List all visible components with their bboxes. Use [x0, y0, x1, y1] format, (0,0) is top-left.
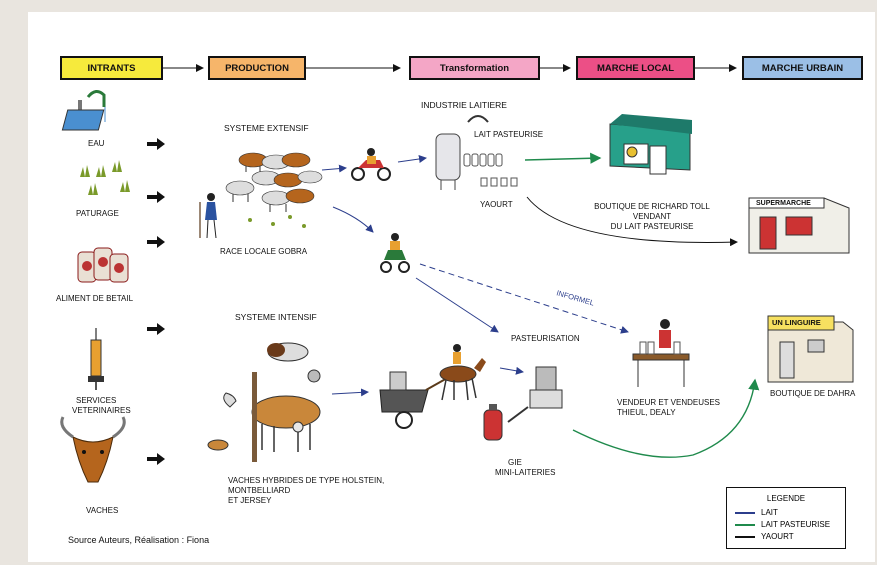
label-boutique-rt-2: VENDANT	[632, 212, 672, 221]
yaourt-flow-arrows	[526, 196, 738, 247]
label-lait-pasteurise: LAIT PASTEURISE	[474, 130, 544, 139]
milk-flow-arrows	[321, 155, 629, 397]
legend-item-yaourt: YAOURT	[735, 532, 794, 541]
legend-swatch-lait-pasteurise	[735, 523, 755, 526]
pasteurizer-illustration	[507, 366, 563, 423]
label-hybrides-1: VACHES HYBRIDES DE TYPE HOLSTEIN,	[228, 476, 385, 485]
label-hybrides-3: ET JERSEY	[228, 496, 272, 505]
header-transformation: Transformation	[409, 56, 540, 80]
cow-head-icon	[60, 416, 126, 483]
label-vendeurs-2: THIEUL, DEALY	[617, 408, 676, 417]
label-yaourt: YAOURT	[480, 200, 513, 209]
label-paturage: PATURAGE	[76, 209, 119, 218]
sign-linguire: UN LINGUIRE	[772, 318, 821, 327]
boutique-dahra-building	[767, 315, 854, 383]
label-vaches: VACHES	[86, 506, 119, 515]
label-boutique-rt-1: BOUTIQUE DE RICHARD TOLL	[594, 202, 710, 211]
syringe-icon	[88, 328, 104, 390]
header-production: PRODUCTION	[208, 56, 306, 80]
label-race-gobra: RACE LOCALE GOBRA	[220, 247, 308, 256]
label-gie: GIE	[508, 458, 522, 467]
source-credit: Source Auteurs, Réalisation : Fiona	[68, 535, 210, 545]
label-veterinaires: VETERINAIRES	[72, 406, 131, 415]
pasture-icon	[80, 160, 130, 195]
diagram-panel: INFORMEL INTRANTS PRODUCTION Transformat…	[28, 12, 875, 562]
title-systeme-extensif: SYSTEME EXTENSIF	[224, 123, 309, 133]
gas-bottle-illustration	[483, 404, 503, 441]
herder-figure	[199, 193, 217, 239]
feed-sacks-icon	[77, 247, 129, 283]
pasteurise-flow-arrows	[524, 152, 760, 458]
header-intrants: INTRANTS	[60, 56, 163, 80]
label-boutique-dahra: BOUTIQUE DE DAHRA	[770, 389, 856, 398]
cart-horse-illustration	[379, 344, 486, 429]
supermarche-building	[748, 197, 850, 254]
legend-swatch-lait	[735, 511, 755, 514]
extensive-herd-illustration	[199, 152, 323, 239]
legend-title: LEGENDE	[766, 494, 806, 503]
label-services: SERVICES	[76, 396, 117, 405]
motorbike-illustration	[351, 148, 391, 181]
legend-item-lait: LAIT	[735, 508, 778, 517]
label-hybrides-2: MONTBELLIARD	[228, 486, 291, 495]
label-boutique-rt-3: DU LAIT PASTEURISE	[610, 222, 694, 231]
label-eau: EAU	[88, 139, 105, 148]
motorbike-2-illustration	[380, 233, 410, 273]
flow-drawing: INFORMEL	[60, 64, 854, 483]
header-marche-local: MARCHE LOCAL	[576, 56, 695, 80]
dairy-tank-illustration	[435, 115, 518, 190]
intensive-cows-illustration	[207, 342, 321, 462]
label-aliment: ALIMENT DE BETAIL	[56, 294, 134, 303]
label-industrie-laitiere: INDUSTRIE LAITIERE	[421, 100, 507, 110]
legend-swatch-yaourt	[735, 535, 755, 538]
label-vendeurs-1: VENDEUR ET VENDEUSES	[617, 398, 720, 407]
boutique-richard-toll-illustration	[609, 114, 692, 175]
input-arrows	[147, 138, 165, 465]
label-mini-laiteries: MINI-LAITERIES	[495, 468, 556, 477]
legend-box: LEGENDE LAIT LAIT PASTEURISE YAOURT	[726, 487, 846, 549]
sign-supermarche: SUPERMARCHE	[756, 200, 811, 207]
header-marche-urbain: MARCHE URBAIN	[742, 56, 863, 80]
legend-item-lait-pasteurise: LAIT PASTEURISE	[735, 520, 830, 529]
water-tap-icon	[61, 90, 106, 131]
informel-label: INFORMEL	[555, 288, 595, 307]
vendor-table-illustration	[632, 319, 690, 387]
title-systeme-intensif: SYSTEME INTENSIF	[235, 312, 317, 322]
label-pasteurisation: PASTEURISATION	[511, 334, 580, 343]
